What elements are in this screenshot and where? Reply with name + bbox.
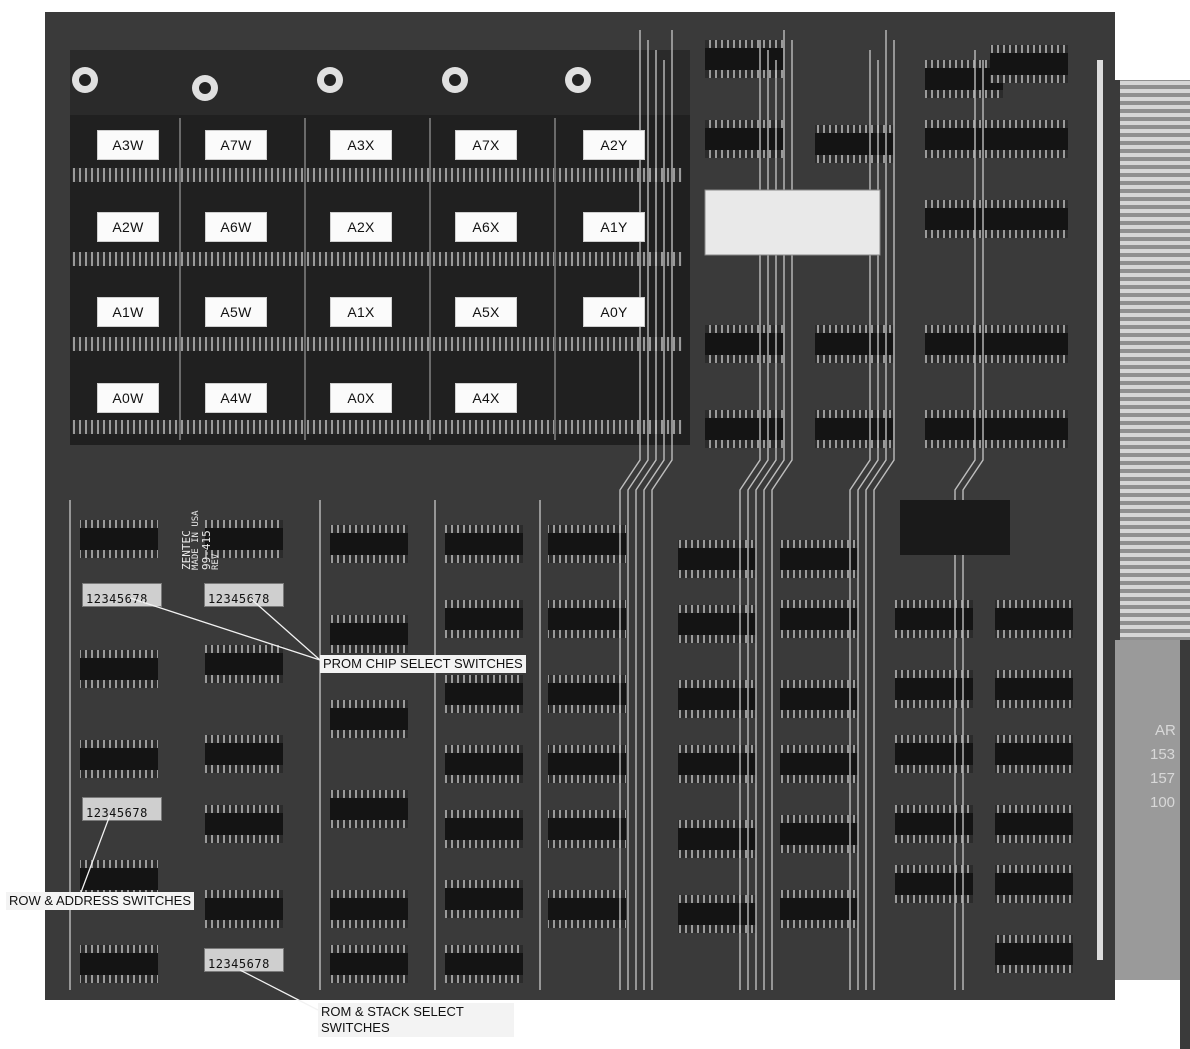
prom-label-a5w: A5W [205,297,267,327]
prom-label-a2w: A2W [97,212,159,242]
dip-switch-prom-1: 12345678 [82,583,162,607]
prom-label-a7w: A7W [205,130,267,160]
prom-label-a5x: A5X [455,297,517,327]
prom-label-a6x: A6X [455,212,517,242]
prom-label-a2x: A2X [330,212,392,242]
prom-label-a1w: A1W [97,297,159,327]
edge-mark-3: 157 [1150,770,1176,787]
callout-prom-chip-select: PROM CHIP SELECT SWITCHES [320,655,526,673]
prom-label-a1x: A1X [330,297,392,327]
edge-connector [1120,80,1190,640]
callout-rom-stack: ROM & STACK SELECT SWITCHES [318,1003,514,1037]
regulator-row [70,50,690,115]
prom-label-a1y: A1Y [583,212,645,242]
prom-label-a4x: A4X [455,383,517,413]
edge-mark-4: 100 [1150,794,1176,811]
edge-mark-2: 153 [1150,746,1176,763]
prom-label-a4w: A4W [205,383,267,413]
callout-row-address: ROW & ADDRESS SWITCHES [6,892,195,910]
prom-label-a0y: A0Y [583,297,645,327]
prom-label-a2y: A2Y [583,130,645,160]
prom-label-a0x: A0X [330,383,392,413]
edge-mark-1: AR [1155,722,1176,739]
prom-label-a3w: A3W [97,130,159,160]
dip-switch-prom-2: 12345678 [204,583,284,607]
prom-label-a0w: A0W [97,383,159,413]
prom-label-a6w: A6W [205,212,267,242]
dip-switch-row: 12345678 [82,797,162,821]
large-ic [704,189,881,256]
prom-label-a7x: A7X [455,130,517,160]
prom-label-a3x: A3X [330,130,392,160]
